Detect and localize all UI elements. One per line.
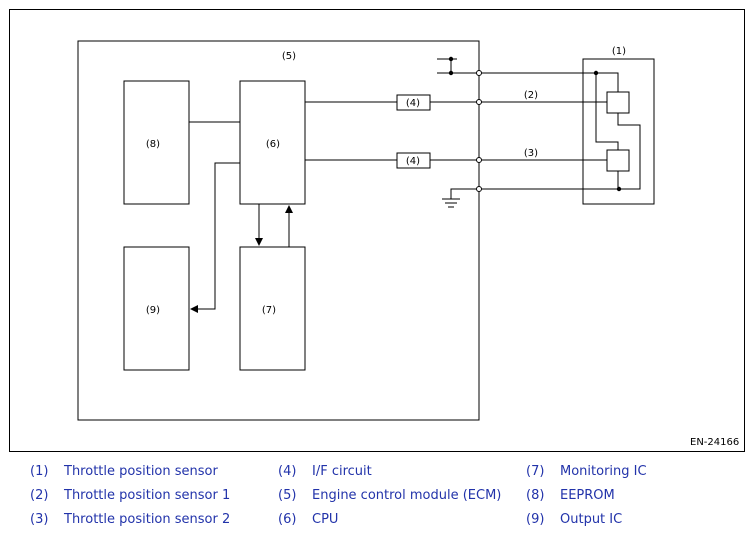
legend-number: (3) <box>30 512 49 527</box>
figure-code: EN-24166 <box>690 437 740 448</box>
legend-item: (4) I/F circuit <box>278 464 372 479</box>
legend-text: EEPROM <box>560 488 615 503</box>
monitoring-ic-label: (7) <box>262 305 276 316</box>
legend-text: Throttle position sensor 2 <box>64 512 231 527</box>
sensor-power-bus-1 <box>595 73 619 150</box>
legend-item: (5) Engine control module (ECM) <box>278 488 501 503</box>
legend-item: (3) Throttle position sensor 2 <box>30 512 230 527</box>
terminal-power <box>476 70 482 76</box>
legend-number: (4) <box>278 464 297 479</box>
legend-item: (8) EEPROM <box>526 488 615 503</box>
legend: (1) Throttle position sensor (2) Throttle … <box>0 460 755 536</box>
sensor-power-node <box>593 70 599 76</box>
legend-text: Engine control module (ECM) <box>312 488 502 503</box>
legend-item: (9) Output IC <box>526 512 622 527</box>
power-node <box>448 70 454 76</box>
ecm-label: (5) <box>282 51 296 62</box>
terminal-ground <box>476 186 482 192</box>
legend-number: (1) <box>30 464 49 479</box>
legend-text: Monitoring IC <box>560 464 647 479</box>
legend-number: (5) <box>278 488 297 503</box>
eeprom-label: (8) <box>146 139 160 150</box>
terminal-signal-2 <box>476 157 482 163</box>
cpu-box <box>239 80 306 205</box>
ground-wire <box>450 188 477 199</box>
legend-number: (2) <box>30 488 49 503</box>
if-circuit-label-2: (4) <box>406 156 420 167</box>
sensor-box <box>582 58 655 205</box>
legend-text: Output IC <box>560 512 623 527</box>
cpu-output-ic-link <box>190 162 240 313</box>
sensor-label: (1) <box>612 46 626 57</box>
eeprom-box <box>123 80 190 205</box>
sensor-2-element <box>606 149 630 172</box>
if-circuit-label-1: (4) <box>406 98 420 109</box>
terminal-signal-1 <box>476 99 482 105</box>
legend-number: (6) <box>278 512 297 527</box>
sensor-ground-node <box>616 186 622 192</box>
legend-number: (8) <box>526 488 545 503</box>
sensor-power-bus-2 <box>596 72 619 92</box>
power-node-top <box>448 56 454 62</box>
output-ic-box <box>123 246 190 371</box>
legend-number: (7) <box>526 464 545 479</box>
monitoring-ic-box <box>239 246 306 371</box>
sensor-1-element <box>606 91 630 114</box>
ecm-box <box>77 40 480 421</box>
legend-item: (6) CPU <box>278 512 338 527</box>
signal-line-label-2: (3) <box>524 148 538 159</box>
legend-item: (1) Throttle position sensor <box>30 464 218 479</box>
legend-text: Throttle position sensor <box>64 464 218 479</box>
legend-text: CPU <box>312 512 339 527</box>
cpu-label: (6) <box>266 139 280 150</box>
sensor-ground-bus-1 <box>617 113 641 190</box>
legend-text: I/F circuit <box>312 464 372 479</box>
diagram-frame <box>9 9 745 452</box>
signal-line-label-1: (2) <box>524 90 538 101</box>
legend-number: (9) <box>526 512 545 527</box>
output-ic-label: (9) <box>146 305 160 316</box>
legend-item: (2) Throttle position sensor 1 <box>30 488 230 503</box>
legend-text: Throttle position sensor 1 <box>64 488 231 503</box>
legend-item: (7) Monitoring IC <box>526 464 647 479</box>
